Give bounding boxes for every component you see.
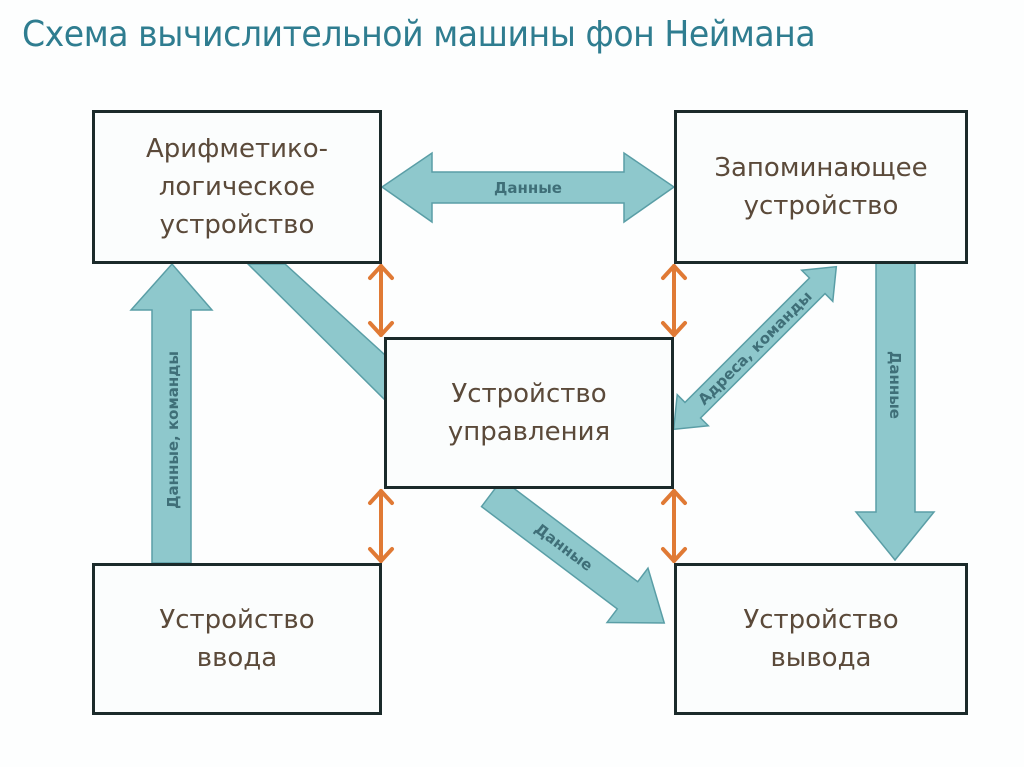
control-signal-output-arrow [661, 489, 687, 563]
alu-label: Арифметико- логическое устройство [145, 134, 329, 240]
control-signal-input-arrow [368, 489, 394, 563]
memory-label: Запоминающее устройство [714, 153, 928, 221]
control-label: Устройство управления [447, 379, 611, 447]
memory-to-output-arrow [854, 261, 936, 562]
alu-to-control-arrow [246, 263, 386, 402]
memory-to-output-label: Данные [886, 351, 904, 419]
control-signal-alu-arrow [368, 264, 394, 337]
control-to-output-arrow: Данные [480, 478, 666, 624]
output-block: Устройство вывода [674, 563, 968, 715]
memory-control-label: Адреса, команды [694, 287, 815, 408]
input-label: Устройство ввода [159, 605, 315, 673]
input-to-alu-arrow [129, 262, 214, 564]
control-block: Устройство управления [384, 337, 674, 489]
alu-memory-label: Данные [494, 179, 562, 197]
control-signal-memory-arrow [661, 264, 687, 337]
memory-control-arrow: Адреса, команды [672, 265, 838, 431]
output-label: Устройство вывода [743, 605, 899, 673]
diagram-title: Схема вычислительной машины фон Неймана [22, 14, 816, 55]
input-to-alu-label: Данные, команды [164, 351, 182, 509]
alu-block: Арифметико- логическое устройство [92, 110, 382, 264]
memory-block: Запоминающее устройство [674, 110, 968, 264]
input-block: Устройство ввода [92, 563, 382, 715]
